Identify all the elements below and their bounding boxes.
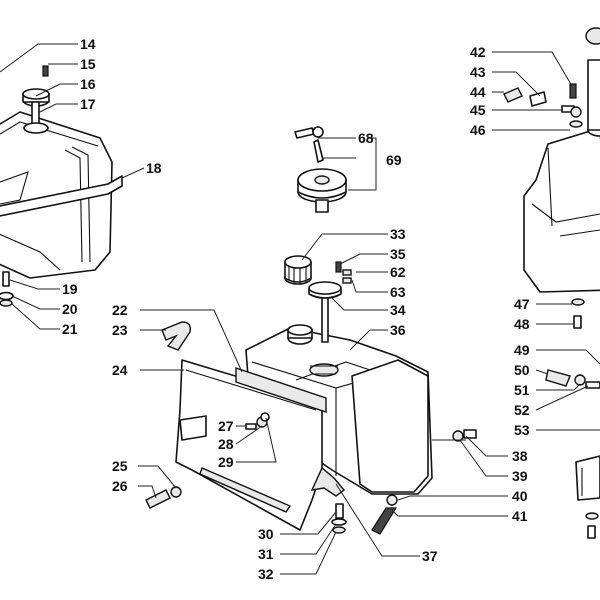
callout-45: 45	[470, 102, 486, 118]
callout-15: 15	[80, 56, 96, 72]
callout-38: 38	[512, 448, 528, 464]
callout-14: 14	[80, 36, 96, 52]
callout-49: 49	[514, 342, 530, 358]
callout-22: 22	[112, 302, 128, 318]
locking-fuel-cap	[297, 168, 347, 213]
mounting-bracket-24	[175, 359, 327, 531]
callout-28: 28	[218, 436, 234, 452]
callout-16: 16	[80, 76, 96, 92]
callout-53: 53	[514, 422, 530, 438]
callout-33: 33	[390, 226, 406, 242]
callout-32: 32	[258, 566, 274, 582]
callout-23: 23	[112, 322, 128, 338]
callout-35: 35	[390, 246, 406, 262]
left-fasteners	[0, 271, 14, 307]
right-small-parts-42-46	[503, 83, 583, 128]
hose-elbow-23	[161, 321, 192, 351]
callout-69: 69	[386, 152, 402, 168]
callout-52: 52	[514, 402, 530, 418]
callout-numbers: 14 15 16 17 18 19 20 21 68 69 33 35 62 6…	[62, 36, 530, 582]
right-fuel-tank	[523, 27, 600, 293]
callout-26: 26	[112, 478, 128, 494]
callout-46: 46	[470, 122, 486, 138]
callout-18: 18	[146, 160, 162, 176]
keys	[294, 126, 324, 163]
callout-40: 40	[512, 488, 528, 504]
callout-19: 19	[62, 281, 78, 297]
callout-30: 30	[258, 526, 274, 542]
callout-25: 25	[112, 458, 128, 474]
centre-tank-cap-33	[284, 255, 312, 285]
callout-29: 29	[218, 454, 234, 470]
right-bracket	[575, 455, 600, 539]
callout-43: 43	[470, 64, 486, 80]
callout-20: 20	[62, 301, 78, 317]
callout-17: 17	[80, 96, 96, 112]
callout-37: 37	[422, 548, 438, 564]
callout-42: 42	[470, 44, 486, 60]
callout-27: 27	[218, 418, 234, 434]
callout-50: 50	[514, 362, 530, 378]
left-tank-cap	[22, 88, 50, 134]
callout-39: 39	[512, 468, 528, 484]
hose-piece-26	[145, 489, 171, 509]
callout-41: 41	[512, 508, 528, 524]
strap-37	[310, 466, 346, 497]
callout-62: 62	[390, 264, 406, 280]
fuel-gauge-sender-34	[308, 281, 342, 343]
bolts-30-32	[331, 503, 347, 534]
callout-34: 34	[390, 302, 406, 318]
callout-36: 36	[390, 322, 406, 338]
callout-21: 21	[62, 321, 78, 337]
leader-lines	[0, 43, 600, 575]
right-fasteners-47-48	[571, 298, 585, 329]
screws-35-62-63	[335, 261, 352, 284]
bolt-washer-38-39	[452, 429, 477, 442]
callout-24: 24	[112, 362, 128, 378]
clip-25	[170, 486, 182, 498]
callout-48: 48	[514, 316, 530, 332]
central-fuel-tank	[245, 324, 433, 495]
left-tank-strap	[0, 175, 123, 217]
callout-47: 47	[514, 296, 530, 312]
left-small-screw	[42, 65, 49, 77]
callout-63: 63	[390, 284, 406, 300]
callout-68: 68	[358, 130, 374, 146]
fuel-line-40-41	[371, 494, 398, 535]
callout-44: 44	[470, 84, 486, 100]
callout-31: 31	[258, 546, 274, 562]
callout-51: 51	[514, 382, 530, 398]
right-parts-49-53	[545, 369, 600, 389]
bracket-bolts-27-28	[245, 412, 270, 430]
